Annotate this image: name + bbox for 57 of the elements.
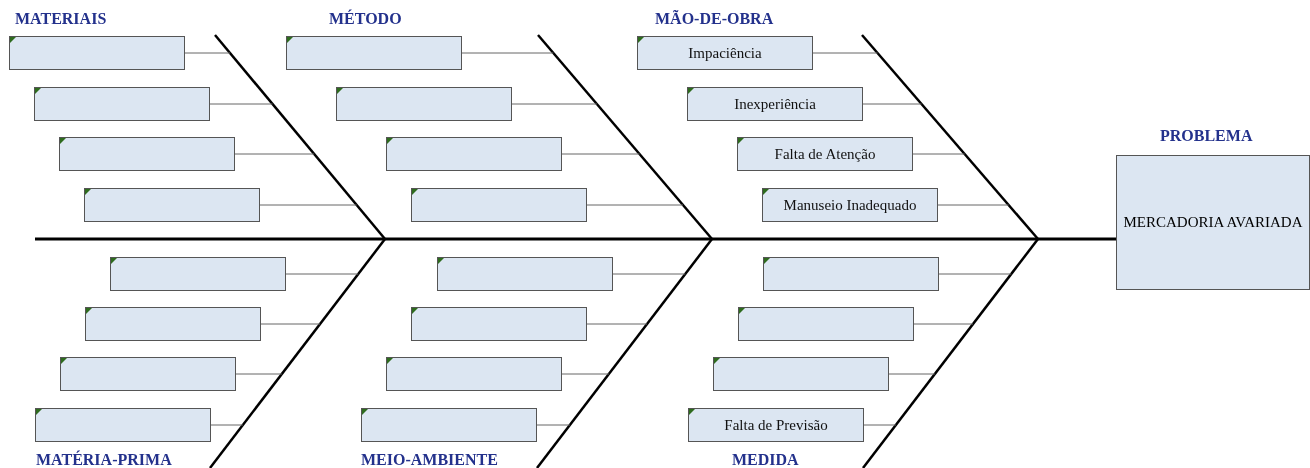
problem-heading: PROBLEMA (1160, 127, 1253, 145)
branch-line (511, 103, 598, 105)
cause-box (35, 408, 211, 442)
branch-line (938, 273, 1012, 275)
cause-box (763, 257, 939, 291)
category-heading: MATERIAIS (15, 10, 107, 28)
cause-box (336, 87, 512, 121)
category-heading: MÉTODO (329, 10, 402, 28)
cause-box (59, 137, 235, 171)
cause-box: Falta de Previsão (688, 408, 864, 442)
branch-line (461, 52, 554, 54)
branch-line (586, 204, 684, 206)
branch-line (937, 204, 1010, 206)
branch-line (612, 273, 686, 275)
cause-box (361, 408, 537, 442)
cause-box (9, 36, 185, 70)
branch-line (561, 373, 610, 375)
cause-box (110, 257, 286, 291)
branch-line (209, 103, 273, 105)
cause-box: Falta de Atenção (737, 137, 913, 171)
cause-box (738, 307, 914, 341)
category-heading: MÃO-DE-OBRA (655, 10, 774, 28)
category-heading: MEDIDA (732, 451, 799, 468)
cause-box (386, 137, 562, 171)
branch-line (210, 424, 244, 426)
cause-box (60, 357, 236, 391)
cause-box (713, 357, 889, 391)
cause-box: Impaciência (637, 36, 813, 70)
cause-box (386, 357, 562, 391)
branch-line (561, 153, 640, 155)
branch-line (259, 204, 358, 206)
branch-line (234, 153, 315, 155)
branch-line (912, 153, 966, 155)
branch-line (260, 323, 321, 325)
branch-line (235, 373, 283, 375)
cause-box: Manuseio Inadequado (762, 188, 938, 222)
cause-box (437, 257, 613, 291)
branch-line (285, 273, 359, 275)
cause-box (286, 36, 462, 70)
branch-line (888, 373, 936, 375)
branch-line (536, 424, 571, 426)
branch-line (913, 323, 974, 325)
cause-box (85, 307, 261, 341)
cause-box (84, 188, 260, 222)
cause-box (411, 188, 587, 222)
branch-line (863, 424, 897, 426)
cause-box (34, 87, 210, 121)
cause-box: Inexperiência (687, 87, 863, 121)
branch-line (812, 52, 879, 54)
category-heading: MATÉRIA-PRIMA (36, 451, 172, 468)
branch-line (862, 103, 923, 105)
problem-box: MERCADORIA AVARIADA (1116, 155, 1310, 290)
cause-box (411, 307, 587, 341)
spine-line (35, 237, 1116, 241)
branch-line (184, 52, 231, 54)
branch-line (586, 323, 648, 325)
category-heading: MEIO-AMBIENTE (361, 451, 498, 468)
